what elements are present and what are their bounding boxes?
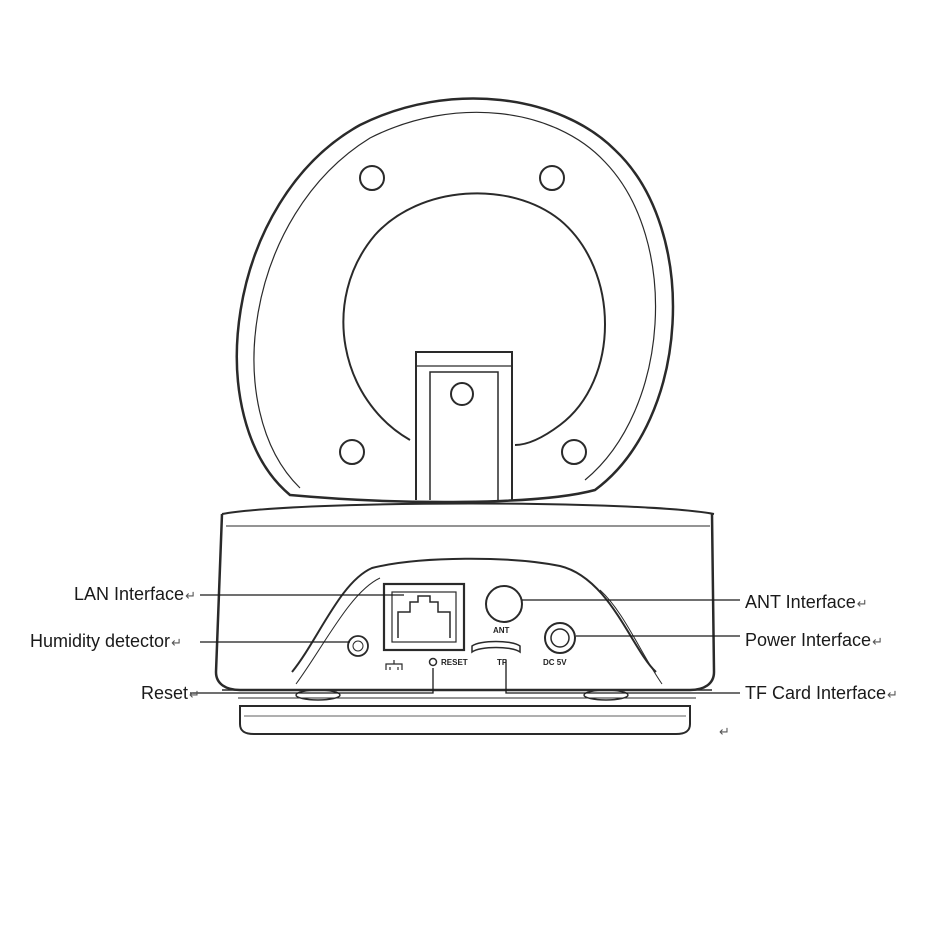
label-reset: Reset↵ (141, 683, 200, 705)
base-top-edge (221, 502, 715, 515)
label-ant-text: ANT Interface (745, 592, 856, 612)
ant-connector (485, 585, 523, 623)
return-mark: ↵ (171, 635, 182, 650)
label-lan-text: LAN Interface (74, 584, 185, 604)
mount-bracket-inner (429, 371, 499, 500)
port-panel-recess (291, 557, 657, 673)
return-mark: ↵ (185, 588, 196, 603)
label-lan: LAN Interface↵ (74, 584, 196, 606)
screw-hole-bottom-right (561, 439, 587, 465)
label-humidity-text: Humidity detector (30, 631, 171, 651)
leader-tf (505, 660, 740, 694)
return-mark: ↵ (856, 596, 868, 611)
return-mark: ↵ (872, 634, 883, 649)
label-tf-card-text: TF Card Interface (745, 683, 887, 703)
label-ant: ANT Interface↵ (745, 592, 868, 614)
bottom-plate (239, 705, 691, 735)
marking-tf: TF (497, 658, 507, 667)
screw-hole-top-left (359, 165, 385, 191)
camera-head-ring (342, 192, 606, 446)
lan-port-latch (397, 595, 451, 638)
trailing-return-mark: ↵ (718, 720, 730, 742)
lan-port (382, 582, 466, 652)
return-mark: ↵ (887, 687, 898, 702)
label-power: Power Interface↵ (745, 630, 883, 652)
return-mark: ↵ (719, 724, 730, 739)
dc-jack (544, 622, 576, 654)
label-humidity: Humidity detector↵ (30, 631, 182, 653)
foot-right (583, 689, 629, 701)
tf-card-slot (471, 640, 521, 654)
label-tf-card: TF Card Interface↵ (745, 683, 898, 705)
label-reset-text: Reset (141, 683, 189, 703)
foot-left (295, 689, 341, 701)
bracket-screw-hole (450, 382, 474, 406)
mount-bracket-outer (415, 351, 513, 500)
marking-dc: DC 5V (543, 658, 567, 667)
label-power-text: Power Interface (745, 630, 872, 650)
marking-ant: ANT (493, 626, 510, 635)
leader-reset (190, 668, 434, 694)
lan-symbol-icon (385, 660, 403, 670)
leader-lines (190, 594, 740, 694)
port-panel-recess-inner (295, 577, 381, 685)
camera-head-inner-outline (253, 111, 657, 489)
return-mark: ↵ (189, 687, 200, 702)
camera-head-outline (235, 97, 675, 504)
marking-reset: RESET (441, 658, 468, 667)
screw-hole-bottom-left (339, 439, 365, 465)
humidity-sensor (347, 635, 369, 657)
screw-hole-top-right (539, 165, 565, 191)
reset-hole (428, 657, 438, 667)
